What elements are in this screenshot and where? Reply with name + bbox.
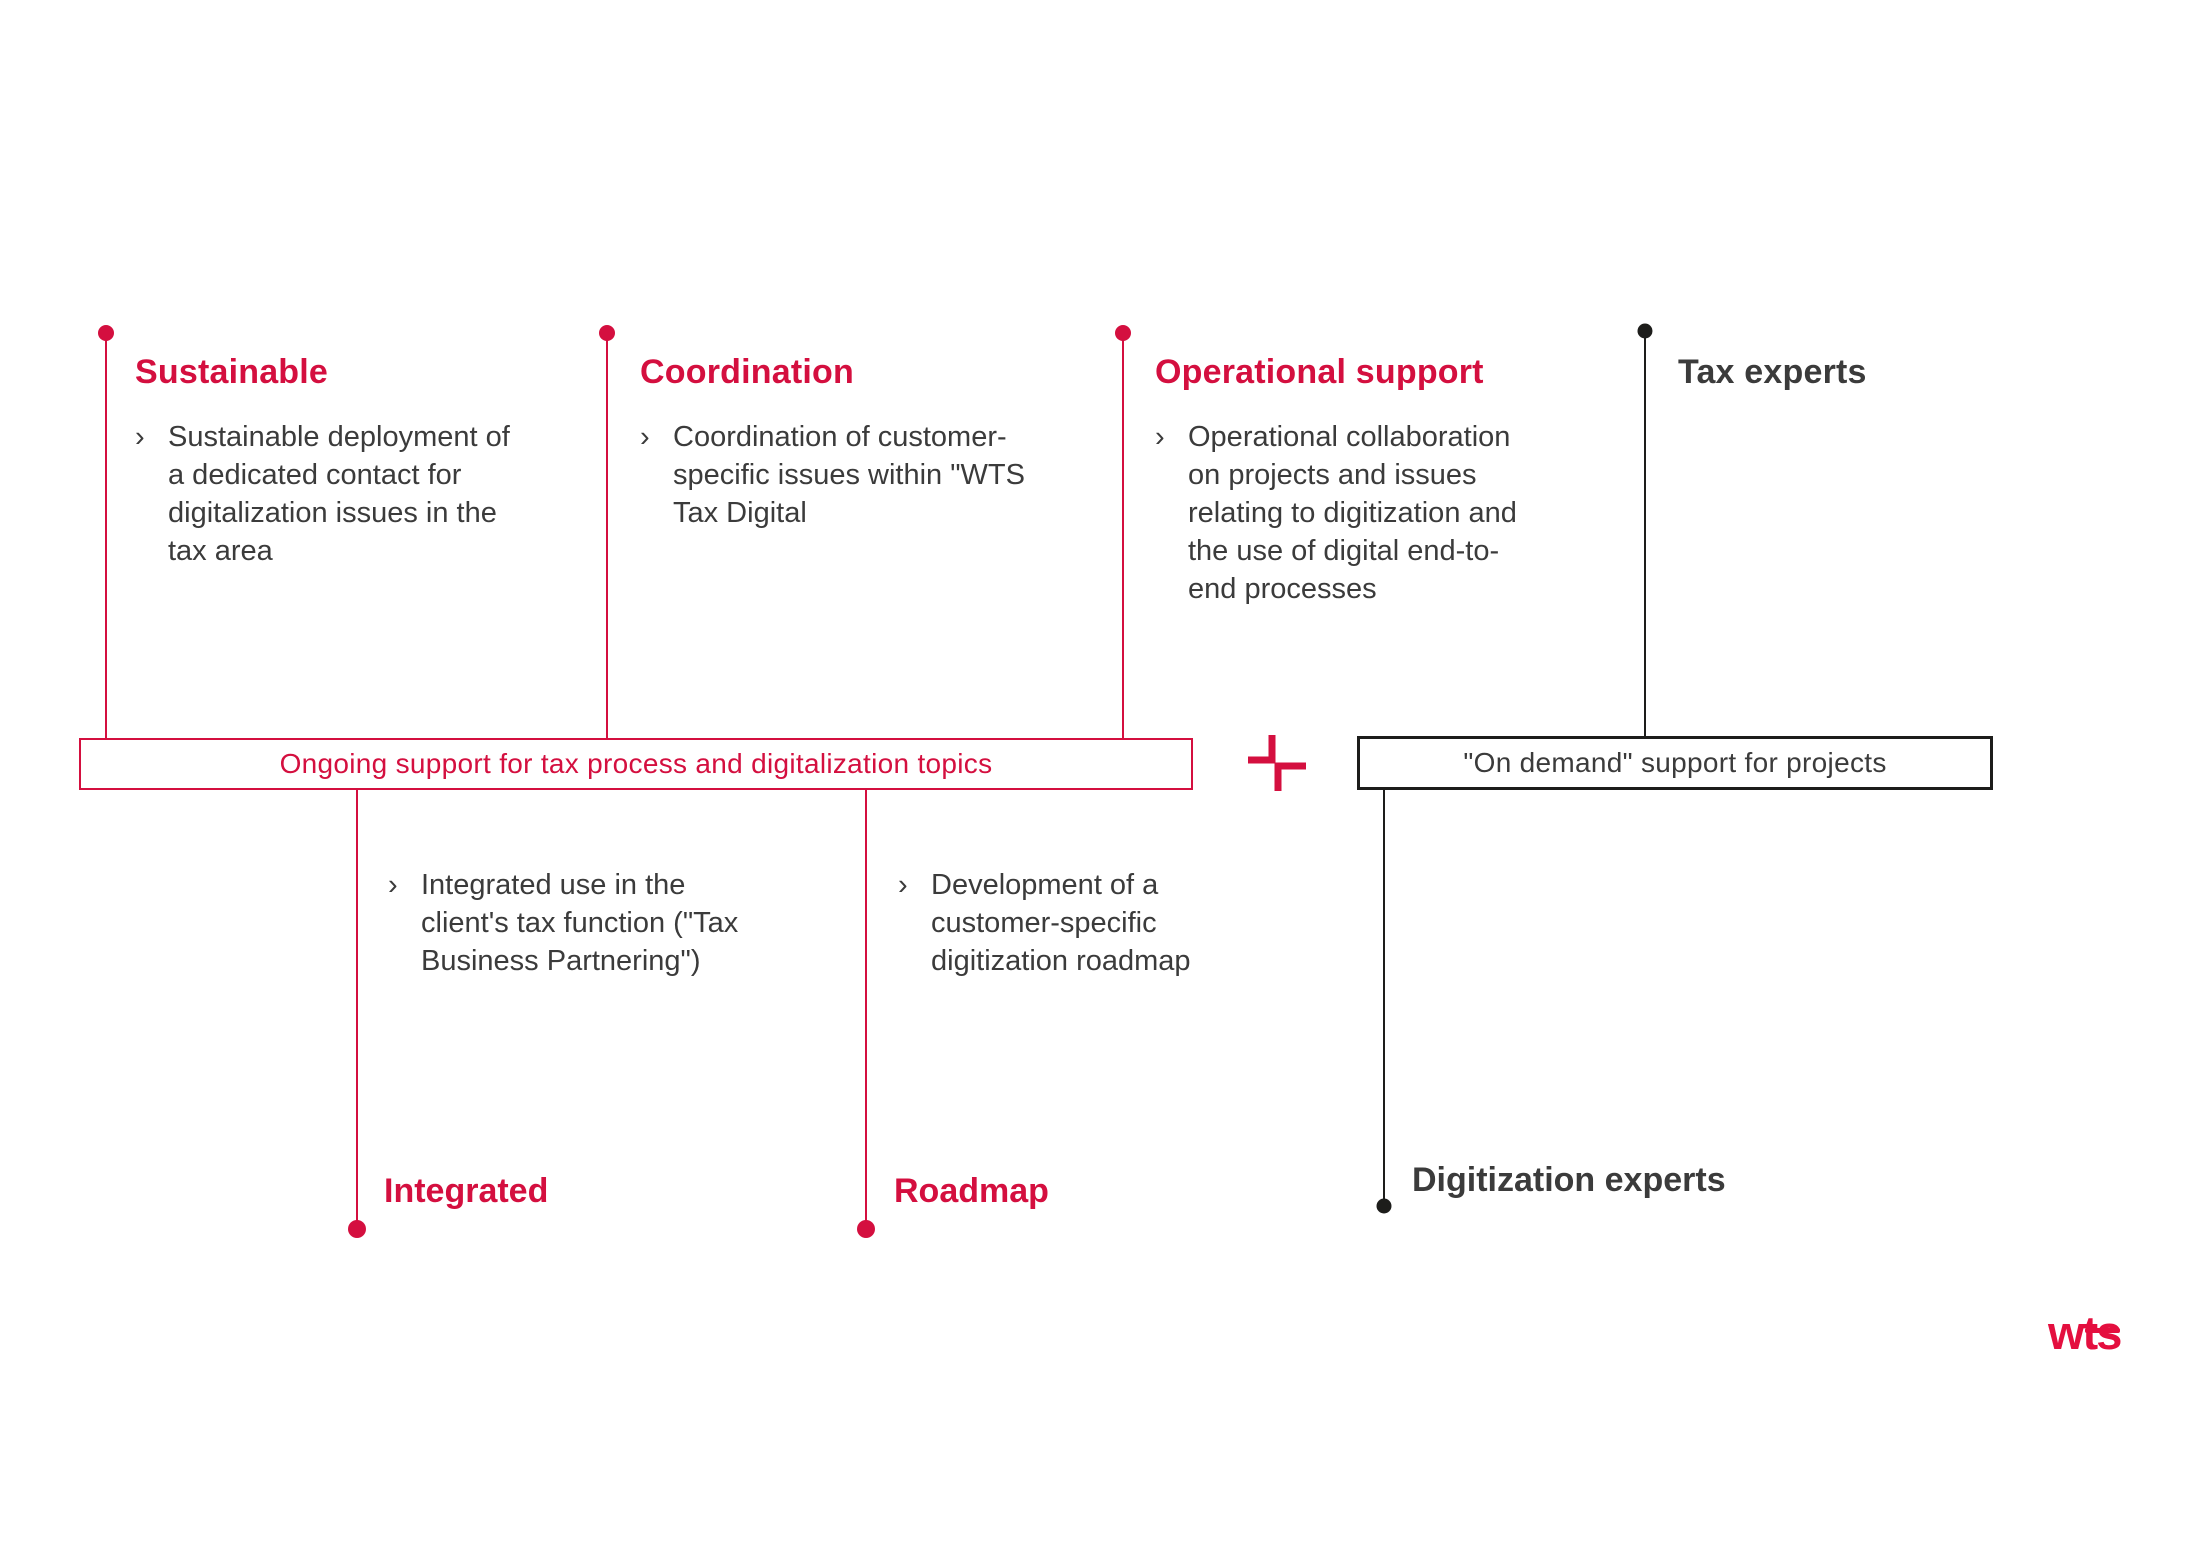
section-roadmap: › Development of a customer-specific dig…: [898, 866, 1278, 980]
chevron-bullet-icon: ›: [388, 869, 398, 901]
section-coordination: Coordination › Coordination of customer-…: [640, 352, 1080, 532]
timeline-dot: [98, 325, 114, 341]
chevron-bullet-icon: ›: [640, 421, 650, 453]
roadmap-label: Roadmap: [894, 1172, 1049, 1210]
timeline-dot: [1637, 323, 1653, 339]
bullet-item: › Development of a customer-specific dig…: [898, 866, 1278, 980]
connector-line-sustainable: [105, 333, 107, 738]
section-title: Operational support: [1155, 353, 1484, 391]
section-sustainable: Sustainable › Sustainable deployment of …: [135, 352, 565, 570]
connector-line-operational-support: [1122, 333, 1124, 738]
section-tax-experts: Tax experts: [1678, 352, 2078, 418]
integrated-label: Integrated: [384, 1172, 549, 1210]
section-title: Coordination: [640, 353, 854, 391]
connector-line-coordination: [606, 333, 608, 738]
tax-experts-label: Tax experts: [1678, 353, 1867, 391]
timeline-dot: [1376, 1198, 1392, 1214]
plus-icon: [1248, 735, 1306, 791]
connector-line-tax-experts: [1644, 331, 1646, 737]
connector-line-integrated: [356, 790, 358, 1222]
chevron-bullet-icon: ›: [135, 421, 145, 453]
wts-logo-crossbar: [2085, 1328, 2120, 1333]
digitization-experts-label: Digitization experts: [1412, 1161, 1726, 1199]
bullet-item: › Operational collaboration on projects …: [1155, 418, 1615, 608]
section-title: Sustainable: [135, 353, 329, 391]
bullet-text: Integrated use in the client's tax funct…: [421, 869, 739, 977]
timeline-dot: [348, 1220, 366, 1238]
chevron-bullet-icon: ›: [1155, 421, 1165, 453]
bullet-item: › Sustainable deployment of a dedicated …: [135, 418, 565, 570]
bullet-text: Operational collaboration on projects an…: [1188, 421, 1517, 605]
bullet-text: Development of a customer-specific digit…: [931, 869, 1191, 977]
timeline-dot: [599, 325, 615, 341]
timeline-dot: [1115, 325, 1131, 341]
bullet-text: Coordination of customer- specific issue…: [673, 421, 1025, 529]
ongoing-support-band: Ongoing support for tax process and digi…: [79, 738, 1193, 790]
wts-logo: wts: [2048, 1308, 2138, 1364]
bullet-item: › Integrated use in the client's tax fun…: [388, 866, 788, 980]
chevron-bullet-icon: ›: [898, 869, 908, 901]
connector-line-roadmap: [865, 790, 867, 1222]
on-demand-support-band: "On demand" support for projects: [1357, 736, 1993, 790]
timeline-dot: [857, 1220, 875, 1238]
connector-line-digitization-experts: [1383, 790, 1385, 1200]
section-operational-support: Operational support › Operational collab…: [1155, 352, 1615, 608]
section-integrated: › Integrated use in the client's tax fun…: [388, 866, 788, 980]
bullet-item: › Coordination of customer- specific iss…: [640, 418, 1080, 532]
bullet-text: Sustainable deployment of a dedicated co…: [168, 421, 510, 567]
